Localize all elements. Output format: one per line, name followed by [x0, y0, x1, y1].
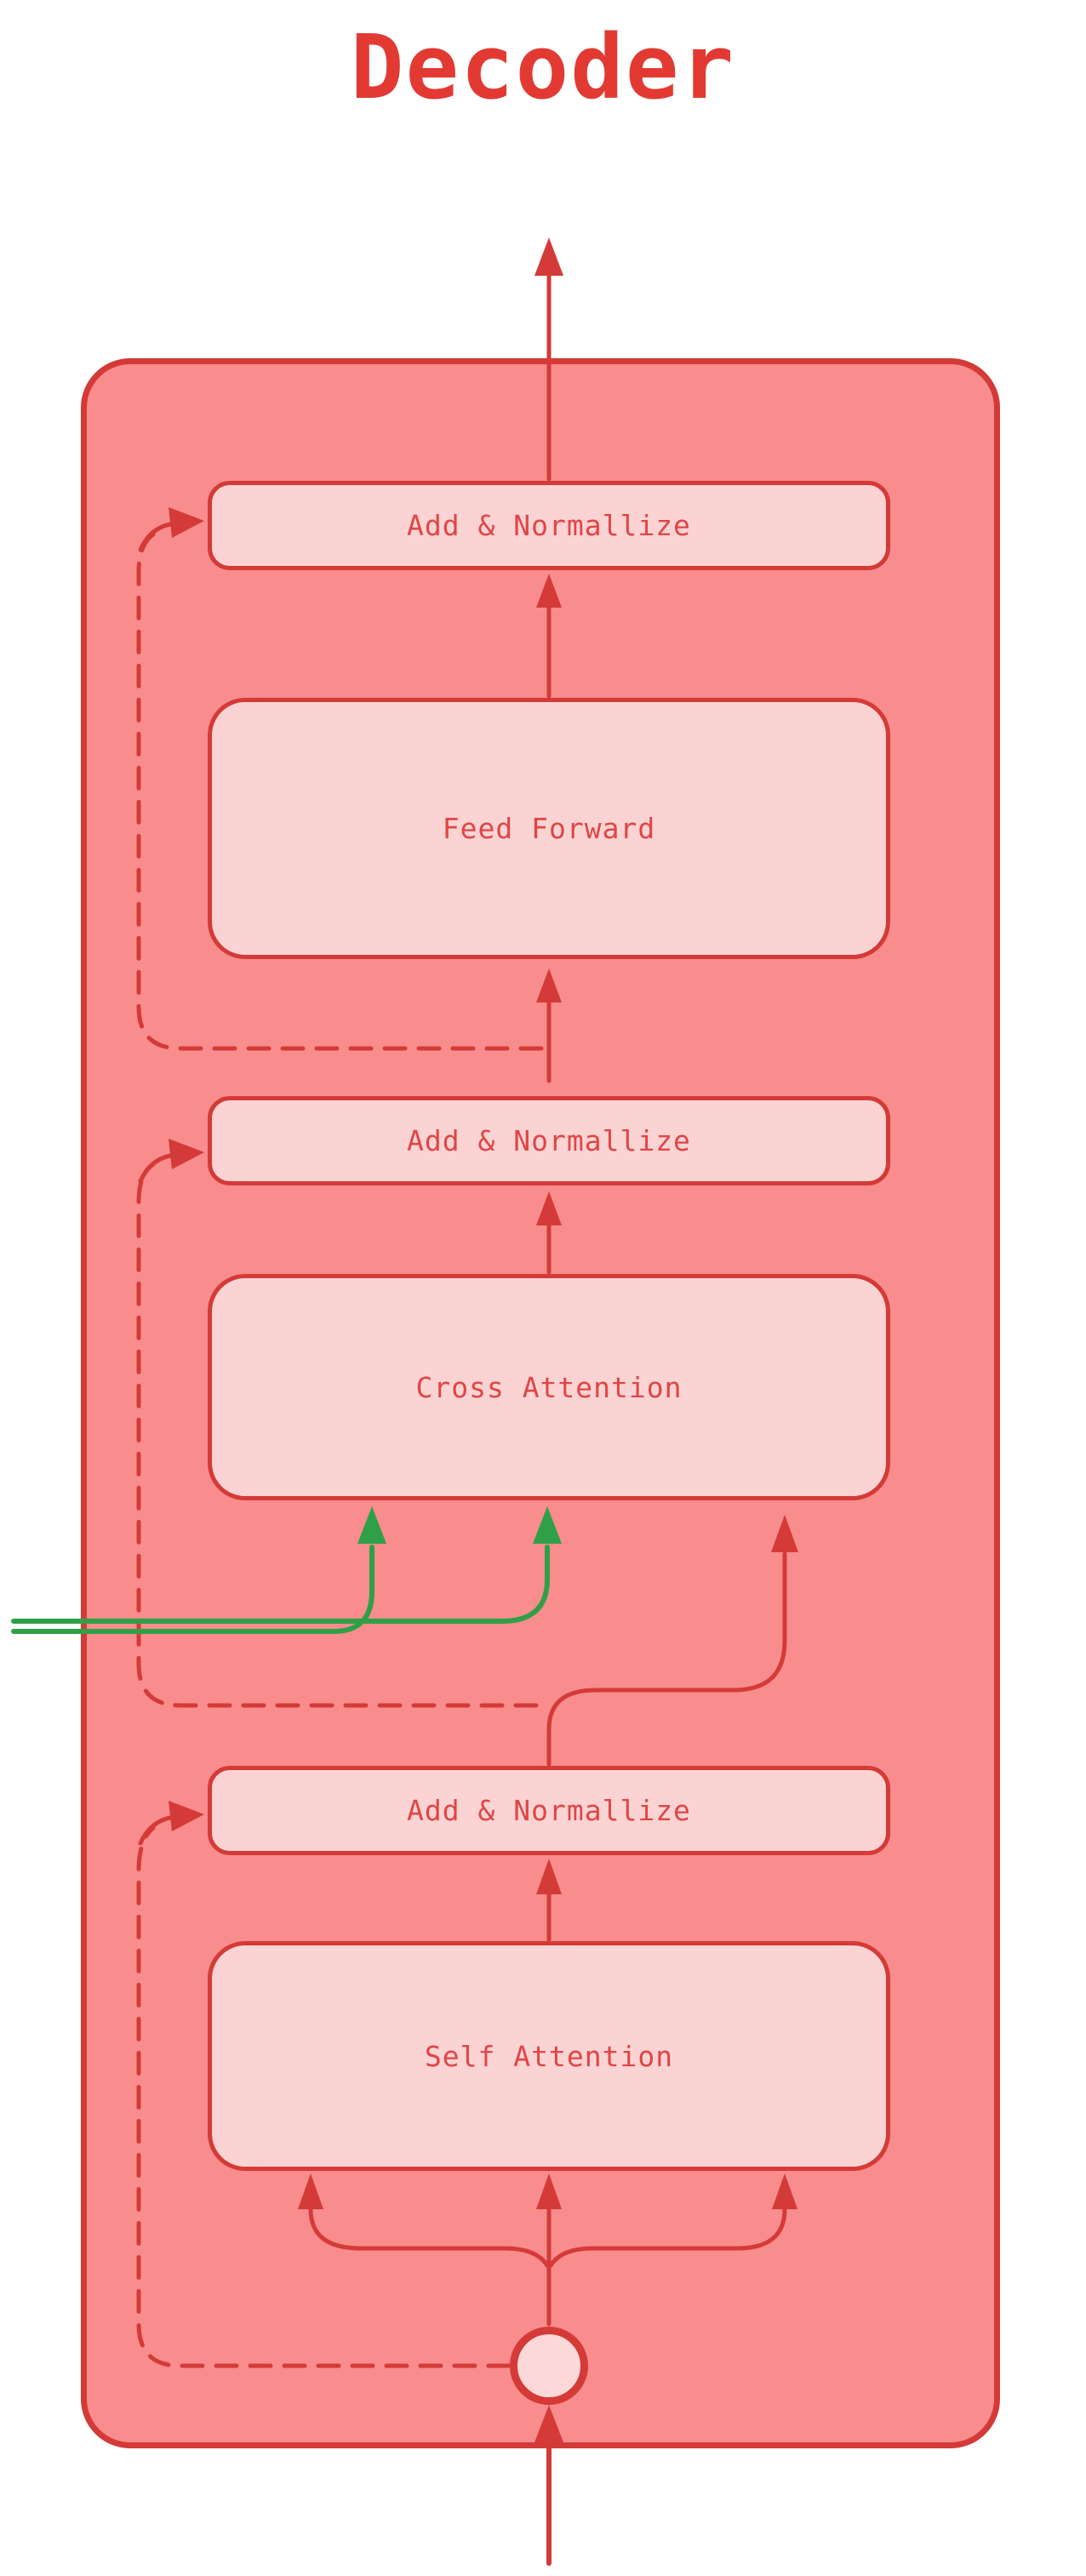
block-label: Add & Normallize [407, 1124, 691, 1157]
residual-arrowhead-3-icon [169, 1801, 204, 1831]
addnorm-to-ff-arrowhead-icon [536, 968, 562, 1002]
block-add-normalize-bottom: Add & Normallize [208, 1766, 890, 1855]
encoder-arrowhead-1-icon [357, 1506, 386, 1544]
cross-to-addnorm-arrowhead-icon [536, 1191, 562, 1225]
query-arrowhead-icon [771, 1515, 798, 1552]
input-junction-circle [510, 2327, 588, 2405]
self-input-left-line [308, 2203, 550, 2268]
residual-arrow-curve-3 [138, 1815, 173, 1846]
self-input-right-arrowhead-icon [772, 2173, 797, 2209]
block-label: Feed Forward [442, 812, 656, 845]
decoder-input-arrowhead-icon [534, 2405, 563, 2442]
residual-arrowhead-1-icon [169, 507, 204, 538]
encoder-input-line-2 [11, 1545, 550, 1624]
block-add-normalize-middle: Add & Normallize [208, 1096, 890, 1185]
self-input-center-arrowhead-icon [536, 2173, 562, 2209]
block-label: Self Attention [424, 2039, 674, 2073]
block-label: Add & Normallize [407, 509, 691, 542]
block-cross-attention: Cross Attention [208, 1274, 890, 1500]
block-label: Cross Attention [415, 1370, 683, 1404]
residual-dashed-self [136, 1825, 512, 2368]
query-path-line [546, 1551, 787, 1767]
block-self-attention: Self Attention [208, 1941, 890, 2171]
block-label: Add & Normallize [407, 1794, 691, 1827]
self-to-addnorm-arrowhead-icon [536, 1859, 562, 1894]
diagram-title: Decoder [350, 15, 736, 119]
residual-arrow-curve-2 [138, 1153, 173, 1184]
residual-arrowhead-2-icon [169, 1139, 204, 1169]
block-add-normalize-top: Add & Normallize [208, 481, 890, 570]
block-feed-forward: Feed Forward [208, 698, 890, 959]
self-input-left-arrowhead-icon [298, 2173, 323, 2209]
self-input-right-line [548, 2203, 787, 2268]
encoder-arrowhead-2-icon [533, 1506, 562, 1544]
residual-dashed-cross [136, 1162, 539, 1708]
ff-to-addnorm-arrowhead-icon [536, 574, 562, 608]
output-arrowhead-icon [534, 237, 563, 276]
residual-arrow-curve-1 [138, 522, 173, 552]
